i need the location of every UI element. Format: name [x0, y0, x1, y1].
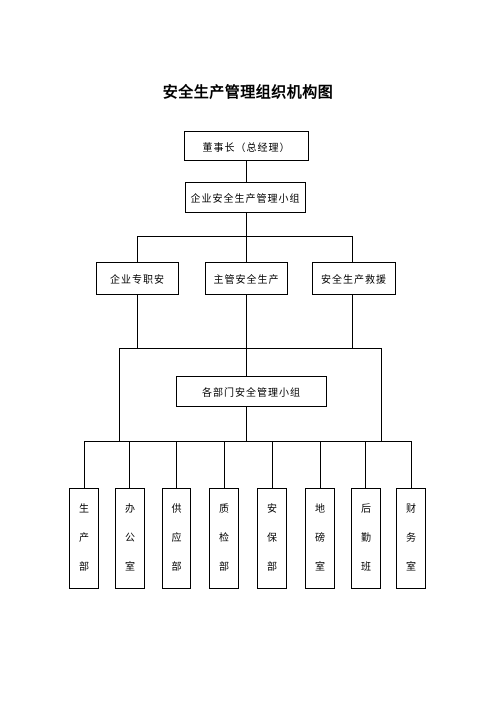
- dept-logistics: 后 勤 班: [351, 488, 381, 589]
- dept-char: 磅: [315, 532, 325, 544]
- department-safety-group-label: 各部门安全管理小组: [202, 388, 301, 399]
- dept-char: 质: [219, 503, 229, 515]
- safety-rescue-label: 安全生产救援: [321, 275, 387, 286]
- dept-office: 办 公 室: [115, 488, 145, 589]
- chairman-label: 董事长（总经理）: [202, 142, 291, 154]
- dept-char: 室: [406, 561, 416, 573]
- full-time-safety-label: 企业专职安: [110, 275, 165, 286]
- dept-finance: 财 务 室: [396, 488, 426, 589]
- dept-supply: 供 应 部: [162, 488, 191, 589]
- dept-char: 后: [361, 503, 371, 515]
- dept-char: 检: [219, 532, 229, 544]
- safety-rescue-box: 安全生产救援: [312, 262, 396, 295]
- chart-title: 安全生产管理组织机构图: [162, 83, 334, 101]
- dept-security: 安 保 部: [257, 488, 287, 589]
- dept-char: 产: [79, 532, 89, 544]
- dept-char: 应: [171, 532, 182, 544]
- dept-quality-inspection: 质 检 部: [209, 488, 239, 589]
- dept-char: 室: [315, 561, 325, 573]
- department-safety-group-box: 各部门安全管理小组: [176, 376, 327, 407]
- dept-char: 保: [267, 532, 277, 544]
- dept-char: 部: [219, 561, 229, 573]
- dept-char: 班: [361, 561, 371, 573]
- dept-char: 部: [267, 561, 277, 573]
- dept-char: 勤: [361, 532, 371, 544]
- dept-weighbridge: 地 磅 室: [305, 488, 335, 589]
- dept-char: 生: [79, 503, 89, 515]
- full-time-safety-box: 企业专职安: [96, 262, 179, 295]
- dept-char: 地: [315, 503, 325, 515]
- chairman-box: 董事长（总经理）: [184, 131, 309, 161]
- dept-char: 财: [406, 503, 416, 515]
- dept-char: 安: [267, 503, 277, 515]
- dept-production: 生 产 部: [69, 488, 99, 589]
- safety-committee-box: 企业安全生产管理小组: [185, 182, 306, 213]
- dept-char: 室: [125, 561, 135, 573]
- dept-char: 部: [171, 561, 182, 573]
- safety-committee-label: 企业安全生产管理小组: [190, 194, 301, 205]
- safety-supervisor-box: 主管安全生产: [205, 262, 288, 295]
- dept-char: 公: [125, 532, 135, 544]
- dept-char: 部: [79, 561, 89, 573]
- dept-char: 供: [171, 503, 182, 515]
- dept-char: 办: [125, 503, 135, 515]
- dept-char: 务: [406, 532, 416, 544]
- safety-supervisor-label: 主管安全生产: [213, 275, 280, 286]
